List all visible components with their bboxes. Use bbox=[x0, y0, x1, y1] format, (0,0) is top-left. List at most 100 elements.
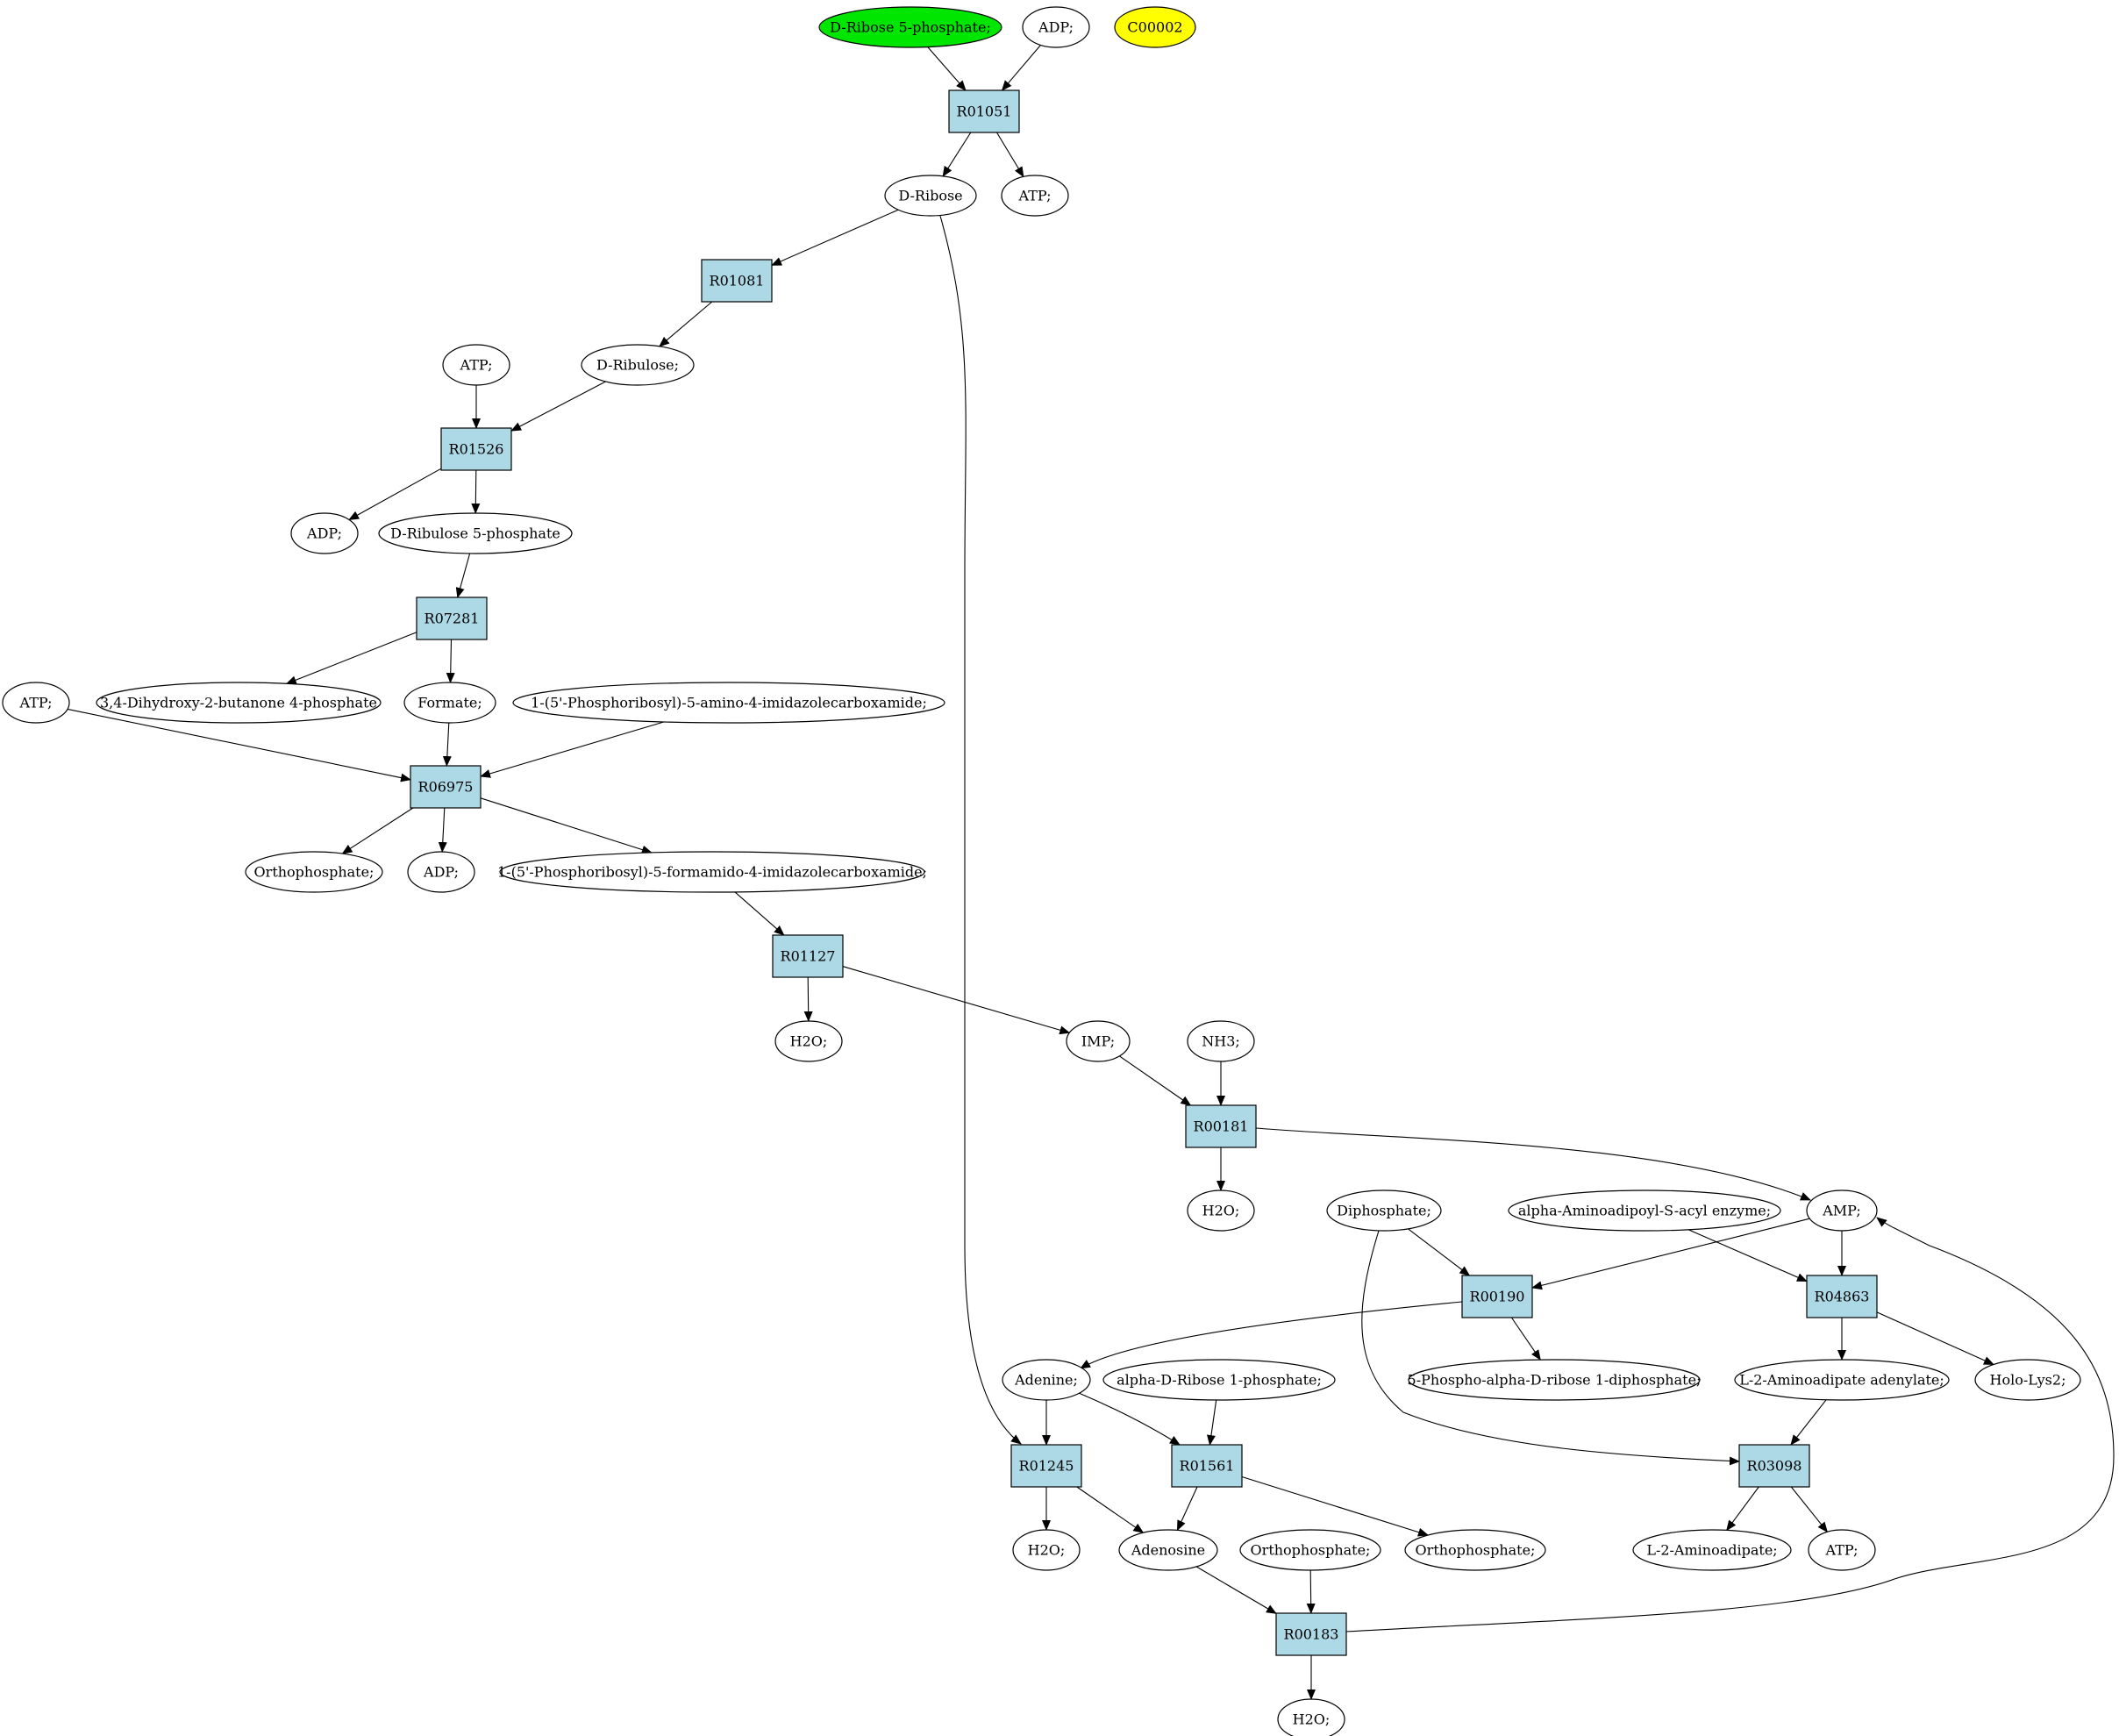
compound-ellipse bbox=[1632, 1529, 1792, 1571]
edge-r_R01051-to-c_dribose bbox=[942, 132, 972, 177]
edge-c_atp3-to-r_R06975 bbox=[67, 708, 411, 782]
reaction-box bbox=[440, 427, 512, 471]
compound-ellipse bbox=[1187, 1020, 1255, 1062]
reaction-box bbox=[1275, 1612, 1347, 1656]
node-label: ADP; bbox=[306, 525, 342, 542]
compound-node-c_adp3[interactable]: ADP; bbox=[407, 851, 475, 893]
reaction-node-r_R00183[interactable]: R00183 bbox=[1275, 1612, 1347, 1656]
compound-node-c_hololys2[interactable]: Holo-Lys2; bbox=[1974, 1359, 2081, 1401]
edge-r_R00190-to-c_adenine bbox=[1080, 1301, 1463, 1369]
compound-ellipse bbox=[407, 851, 475, 893]
edge-c_amp-to-r_R00190 bbox=[1531, 1218, 1810, 1290]
edge-r_R01561-to-c_adenosine bbox=[1176, 1486, 1198, 1532]
compound-node-c_atp1[interactable]: ATP; bbox=[1001, 175, 1069, 217]
edge-r_R06975-to-c_ortho1 bbox=[341, 807, 414, 854]
node-label: alpha-D-Ribose 1-phosphate; bbox=[1117, 1372, 1322, 1389]
compound-node-c_h2o2[interactable]: H2O; bbox=[1187, 1189, 1255, 1232]
compound-node-c_h2o4[interactable]: H2O; bbox=[1277, 1698, 1345, 1736]
compound-ellipse bbox=[1187, 1189, 1255, 1232]
edge-c_aaase-to-r_R04863 bbox=[1687, 1229, 1808, 1282]
compound-ellipse bbox=[403, 682, 496, 724]
reaction-node-r_R00190[interactable]: R00190 bbox=[1461, 1275, 1533, 1318]
reaction-node-r_R01051[interactable]: R01051 bbox=[948, 89, 1020, 133]
compound-ellipse bbox=[1114, 6, 1196, 48]
node-label: ATP; bbox=[1018, 188, 1052, 204]
edge-c_r5p-to-r_R01051 bbox=[927, 46, 967, 91]
edge-r_R04863-to-c_hololys2 bbox=[1876, 1311, 1994, 1366]
compound-ellipse bbox=[245, 851, 383, 893]
node-label: D-Ribose bbox=[898, 188, 962, 204]
reaction-box bbox=[1010, 1444, 1082, 1488]
compound-node-c_formate[interactable]: Formate; bbox=[403, 682, 496, 724]
node-label: 1-(5'-Phosphoribosyl)-5-amino-4-imidazol… bbox=[531, 695, 927, 711]
node-label: Adenine; bbox=[1014, 1372, 1078, 1389]
compound-node-c_adenosine[interactable]: Adenosine bbox=[1118, 1529, 1218, 1571]
node-label: Holo-Lys2; bbox=[1990, 1372, 2066, 1389]
compound-node-c_faicar[interactable]: 1-(5'-Phosphoribosyl)-5-formamido-4-imid… bbox=[497, 851, 927, 893]
compound-ellipse bbox=[1001, 175, 1069, 217]
compound-node-c_adp1[interactable]: ADP; bbox=[1022, 6, 1090, 48]
node-label: AMP; bbox=[1822, 1203, 1861, 1219]
node-label: L-2-Aminoadipate adenylate; bbox=[1739, 1372, 1944, 1389]
edge-c_dribose-to-r_R01081 bbox=[771, 209, 899, 266]
compound-node-c_ortho1[interactable]: Orthophosphate; bbox=[245, 851, 383, 893]
reaction-node-r_R01245[interactable]: R01245 bbox=[1010, 1444, 1082, 1488]
compound-ellipse bbox=[1808, 1529, 1876, 1571]
reaction-node-r_R04863[interactable]: R04863 bbox=[1806, 1275, 1878, 1318]
compound-node-c_atp4[interactable]: ATP; bbox=[1808, 1529, 1876, 1571]
reaction-box bbox=[948, 89, 1020, 133]
edge-c_dribulose-to-r_R01526 bbox=[510, 381, 606, 432]
reaction-box bbox=[1806, 1275, 1878, 1318]
compound-node-c_h2o3[interactable]: H2O; bbox=[1012, 1529, 1081, 1571]
compound-node-c_ortho2[interactable]: Orthophosphate; bbox=[1239, 1529, 1381, 1571]
compound-node-c_l2aa[interactable]: L-2-Aminoadipate; bbox=[1632, 1529, 1792, 1571]
compound-node-c_imp[interactable]: IMP; bbox=[1066, 1020, 1131, 1062]
compound-node-c_atp2[interactable]: ATP; bbox=[442, 344, 510, 386]
compound-node-c_c00002[interactable]: C00002 bbox=[1114, 6, 1196, 48]
reaction-node-r_R01127[interactable]: R01127 bbox=[772, 934, 844, 978]
reaction-node-r_R01081[interactable]: R01081 bbox=[701, 259, 773, 303]
edge-c_diphos-to-r_R00190 bbox=[1408, 1228, 1471, 1276]
compound-node-c_adp2[interactable]: ADP; bbox=[290, 512, 359, 554]
node-label: IMP; bbox=[1081, 1033, 1115, 1050]
node-label: alpha-Aminoadipoyl-S-acyl enzyme; bbox=[1518, 1203, 1771, 1219]
compound-node-c_dribulose[interactable]: D-Ribulose; bbox=[581, 344, 695, 386]
compound-node-c_h2o1[interactable]: H2O; bbox=[774, 1020, 843, 1062]
compound-node-c_diphos[interactable]: Diphosphate; bbox=[1326, 1189, 1442, 1232]
compound-node-c_adenine[interactable]: Adenine; bbox=[1002, 1359, 1091, 1401]
compound-node-c_prpp[interactable]: 5-Phospho-alpha-D-ribose 1-diphosphate; bbox=[1408, 1359, 1702, 1401]
node-label: R00190 bbox=[1470, 1289, 1525, 1305]
compound-node-c_aicar[interactable]: 1-(5'-Phosphoribosyl)-5-amino-4-imidazol… bbox=[512, 682, 945, 724]
reaction-box bbox=[1461, 1275, 1533, 1318]
node-label: Orthophosphate; bbox=[254, 864, 375, 881]
reaction-node-r_R07281[interactable]: R07281 bbox=[416, 597, 488, 640]
compound-node-c_atp3[interactable]: ATP; bbox=[2, 682, 70, 724]
compound-node-c_ortho3[interactable]: Orthophosphate; bbox=[1404, 1529, 1546, 1571]
compound-node-c_nh3[interactable]: NH3; bbox=[1187, 1020, 1255, 1062]
compound-node-c_dribose[interactable]: D-Ribose bbox=[884, 175, 977, 217]
reaction-node-r_R01526[interactable]: R01526 bbox=[440, 427, 512, 471]
compound-node-c_adr1p[interactable]: alpha-D-Ribose 1-phosphate; bbox=[1102, 1359, 1336, 1401]
reaction-node-r_R06975[interactable]: R06975 bbox=[410, 765, 482, 809]
node-label: L-2-Aminoadipate; bbox=[1646, 1542, 1777, 1559]
compound-node-c_aaase[interactable]: alpha-Aminoadipoyl-S-acyl enzyme; bbox=[1508, 1189, 1781, 1232]
edge-c_adp1-to-r_R01051 bbox=[1001, 45, 1041, 91]
node-label: R01127 bbox=[781, 948, 836, 965]
compound-node-c_l2aad[interactable]: L-2-Aminoadipate adenylate; bbox=[1734, 1359, 1950, 1401]
compound-node-c_dhbp[interactable]: 3,4-Dihydroxy-2-butanone 4-phosphate bbox=[96, 682, 382, 724]
edge-r_R07281-to-c_dhbp bbox=[285, 632, 417, 685]
node-label: Orthophosphate; bbox=[1416, 1542, 1536, 1559]
reaction-node-r_R00181[interactable]: R00181 bbox=[1185, 1104, 1257, 1148]
compound-ellipse bbox=[1408, 1359, 1701, 1401]
compound-node-c_amp[interactable]: AMP; bbox=[1806, 1189, 1878, 1232]
node-label: H2O; bbox=[1293, 1711, 1331, 1728]
edge-c_adenine-to-r_R01561 bbox=[1078, 1392, 1181, 1446]
compound-node-c_ru5p[interactable]: D-Ribulose 5-phosphate bbox=[378, 512, 573, 554]
reaction-node-r_R03098[interactable]: R03098 bbox=[1738, 1444, 1810, 1488]
node-label: 3,4-Dihydroxy-2-butanone 4-phosphate bbox=[100, 695, 377, 711]
compound-node-c_r5p[interactable]: D-Ribose 5-phosphate; bbox=[818, 6, 1002, 48]
reaction-node-r_R01561[interactable]: R01561 bbox=[1171, 1444, 1243, 1488]
node-label: Adenosine bbox=[1131, 1542, 1205, 1559]
compound-ellipse bbox=[1012, 1529, 1081, 1571]
node-label: R01051 bbox=[957, 104, 1012, 120]
